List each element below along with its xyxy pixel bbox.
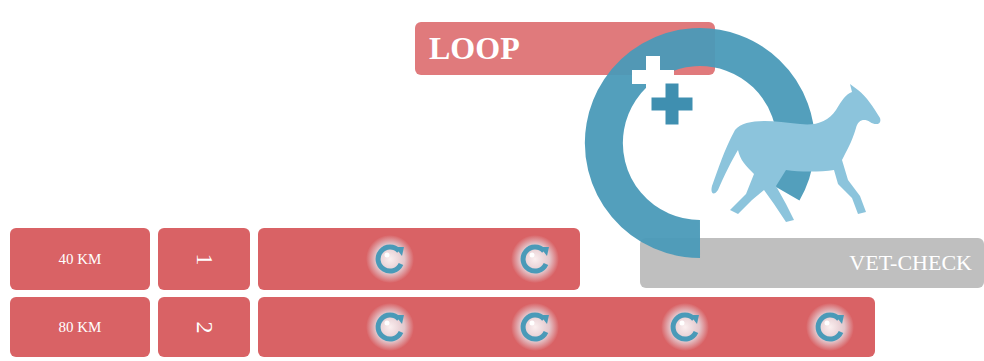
loop-icon	[661, 303, 709, 351]
node-text: VET-CHECK	[849, 250, 972, 276]
loop-bar	[258, 297, 875, 357]
loop-icon	[511, 235, 559, 283]
distance-box: 80 KM	[10, 297, 150, 357]
node-text: LOOP	[429, 30, 520, 67]
node-text: 1	[191, 253, 218, 265]
horse-silhouette	[711, 84, 880, 222]
loop-icon	[806, 303, 854, 351]
loop-ring	[604, 47, 796, 239]
distance-box: 40 KM	[10, 228, 150, 290]
vet-check-bar: VET-CHECK	[640, 238, 984, 288]
loop-bar	[258, 228, 580, 290]
node-text: 80 KM	[59, 319, 102, 336]
loop-label: LOOP	[415, 22, 715, 75]
loop-icon	[366, 235, 414, 283]
medical-cross	[632, 56, 694, 126]
node-text: 2	[191, 321, 218, 333]
loop-icon	[511, 303, 559, 351]
loop-icon	[366, 303, 414, 351]
node-text: 40 KM	[59, 251, 102, 268]
loop-count-box: 1	[158, 228, 250, 290]
loop-count-box: 2	[158, 297, 250, 357]
